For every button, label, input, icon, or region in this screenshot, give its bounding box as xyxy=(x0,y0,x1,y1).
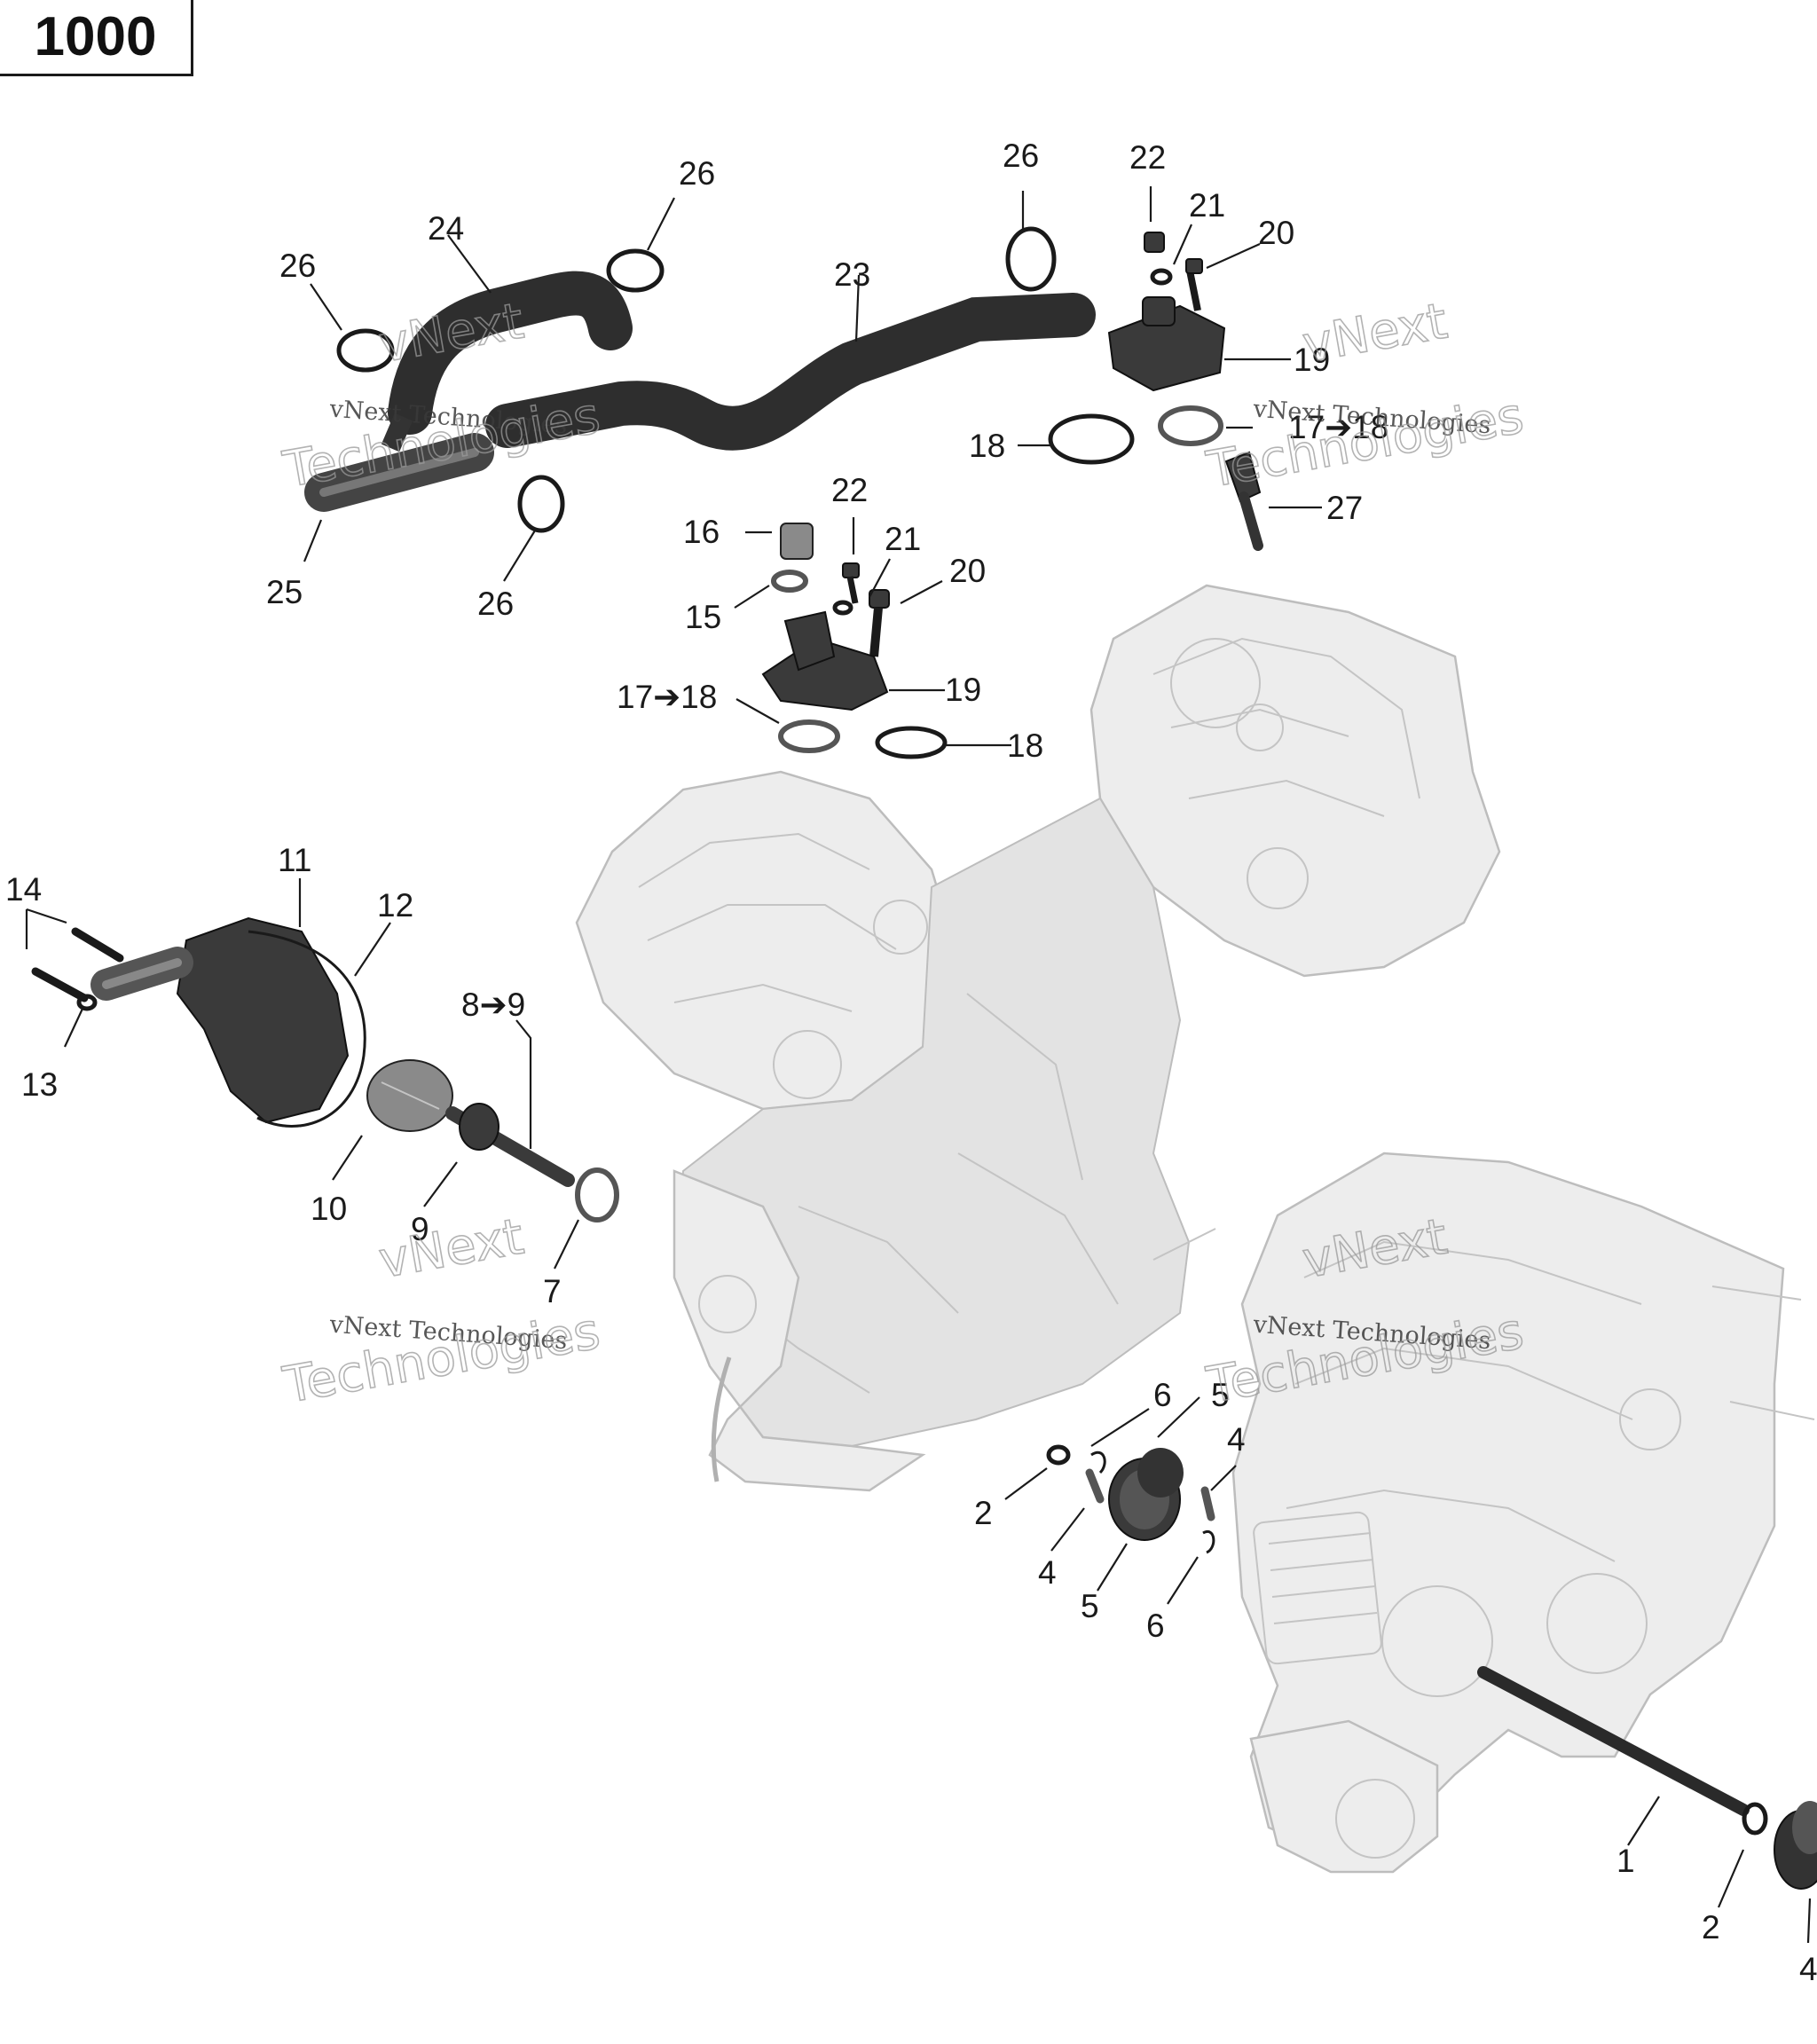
pump-housing-11 xyxy=(176,916,350,1124)
svg-text:vNext: vNext xyxy=(374,1208,527,1290)
callout-4-lower: 4 xyxy=(1038,1554,1057,1591)
callout-16: 16 xyxy=(683,514,720,550)
callout-8-9: 8➔9 xyxy=(461,987,525,1023)
diagram-number-badge: 1000 xyxy=(0,0,193,76)
callout-17-18-upper: 17➔18 xyxy=(1288,409,1388,445)
svg-text:vNext: vNext xyxy=(374,293,527,374)
gear-right-edge xyxy=(1774,1801,1817,1890)
oring-18-upper xyxy=(1048,413,1135,465)
callout-9: 9 xyxy=(411,1211,429,1247)
callout-7: 7 xyxy=(543,1273,562,1309)
clamp-26-center xyxy=(517,475,565,533)
shaft-1 xyxy=(1477,1666,1750,1816)
callout-24: 24 xyxy=(428,210,464,247)
callout-5-lower: 5 xyxy=(1081,1588,1099,1624)
housing-19-upper xyxy=(1107,304,1226,392)
callout-19-upper: 19 xyxy=(1294,342,1330,378)
callout-4-upper: 4 xyxy=(1227,1421,1246,1458)
callout-22-lower: 22 xyxy=(831,472,868,508)
ring-2-center xyxy=(1046,1444,1071,1466)
callout-18-lower: 18 xyxy=(1007,727,1043,764)
gear-5-center xyxy=(1108,1448,1184,1541)
callout-4-edge: 4 xyxy=(1799,1951,1817,1987)
callout-6-upper: 6 xyxy=(1153,1377,1172,1413)
clamp-26-left xyxy=(336,328,395,373)
ring-2-right xyxy=(1742,1802,1768,1836)
callout-21-upper: 21 xyxy=(1189,187,1225,224)
callout-27: 27 xyxy=(1326,490,1363,526)
oring-18-lower xyxy=(875,726,948,759)
callout-23: 23 xyxy=(834,256,870,293)
gasket-12 xyxy=(248,930,366,1128)
callout-6-lower: 6 xyxy=(1146,1608,1165,1644)
callout-11: 11 xyxy=(278,842,311,878)
pin-4-right xyxy=(1200,1486,1215,1521)
callout-21-lower: 21 xyxy=(885,521,921,557)
callout-15: 15 xyxy=(685,599,721,635)
engine-block-illustration xyxy=(575,584,1815,1874)
hoses-and-parts xyxy=(31,226,1817,1890)
sensor-27 xyxy=(1224,451,1262,503)
callout-5-upper: 5 xyxy=(1211,1377,1230,1413)
callout-14: 14 xyxy=(5,871,42,908)
leader-lines xyxy=(25,186,1812,1944)
seal-7 xyxy=(575,1167,619,1222)
callout-2-center: 2 xyxy=(974,1495,993,1531)
callout-19-lower: 19 xyxy=(945,672,981,708)
callout-1: 1 xyxy=(1616,1843,1635,1879)
callout-26-center: 26 xyxy=(477,586,514,622)
plug-16 xyxy=(780,523,814,560)
callout-22-upper: 22 xyxy=(1129,139,1166,176)
callout-26-right: 26 xyxy=(1003,138,1039,174)
callout-18-upper: 18 xyxy=(969,428,1005,464)
callout-20-upper: 20 xyxy=(1258,215,1294,251)
callout-25: 25 xyxy=(266,574,303,610)
hose-23 xyxy=(485,293,1096,451)
pin-4-center xyxy=(1085,1468,1105,1504)
callout-26-top: 26 xyxy=(679,155,715,192)
svg-text:vNext: vNext xyxy=(1298,293,1451,374)
callout-10: 10 xyxy=(311,1191,347,1227)
callout-12: 12 xyxy=(377,887,413,924)
callout-20-lower: 20 xyxy=(949,553,986,589)
hose-24 xyxy=(388,271,633,435)
callout-2-right: 2 xyxy=(1702,1909,1720,1946)
callout-13: 13 xyxy=(21,1066,58,1103)
callout-26-left: 26 xyxy=(279,248,316,284)
clamp-26-right xyxy=(1005,226,1057,292)
callout-17-18-lower: 17➔18 xyxy=(617,679,717,715)
watermark-upper-left: vNext vNext Technologies Technologies xyxy=(279,292,605,500)
gasket-17-upper xyxy=(1158,405,1223,446)
callout-labels: 26 24 26 23 26 22 21 20 19 18 17➔18 27 2… xyxy=(5,138,1817,1987)
clamp-26-upper xyxy=(606,248,665,293)
watermark-upper-right: vNext vNext Technologies Technologies xyxy=(1202,292,1529,500)
gasket-17-lower xyxy=(778,719,840,753)
